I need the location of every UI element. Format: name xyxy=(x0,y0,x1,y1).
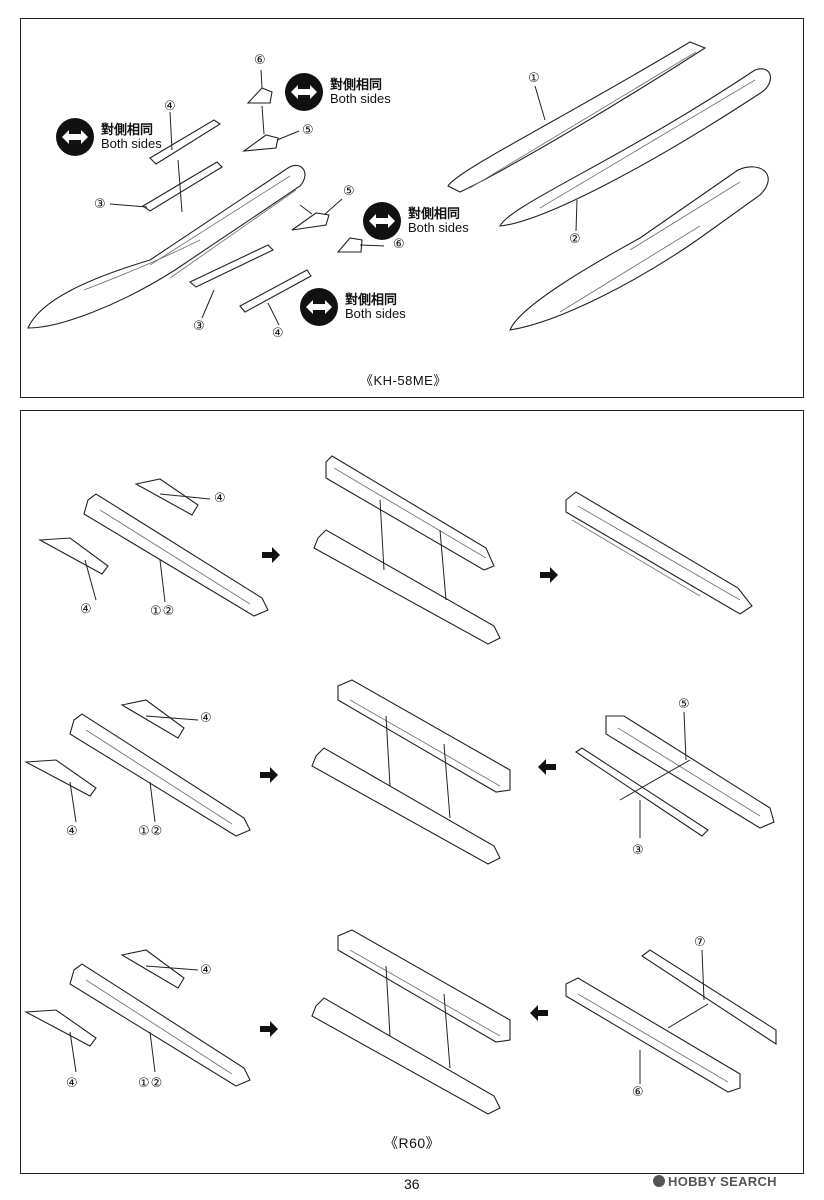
watermark: HOBBY SEARCH xyxy=(653,1174,777,1189)
part-number-4: ④ xyxy=(200,710,213,725)
kh58me-caption: 《KH-58ME》 xyxy=(360,373,447,388)
kh58me-step-panel xyxy=(20,18,804,398)
double-arrow-icon xyxy=(300,288,338,326)
both-sides-en: Both sides xyxy=(101,136,162,151)
double-arrow-icon xyxy=(363,202,401,240)
both-sides-en: Both sides xyxy=(345,306,406,321)
both-sides-en: Both sides xyxy=(330,91,391,106)
r60-row1-missile xyxy=(38,478,269,617)
part-number-2: ② xyxy=(569,231,582,246)
part-number-4: ④ xyxy=(164,98,177,113)
part-number-1-2: ①② xyxy=(138,1075,164,1090)
part-number-1-2: ①② xyxy=(138,823,164,838)
part-number-6: ⑥ xyxy=(393,236,406,251)
part-number-3: ③ xyxy=(193,318,206,333)
part-number-3: ③ xyxy=(94,196,107,211)
part-number-5: ⑤ xyxy=(302,122,315,137)
both-sides-jp: 對側相同 xyxy=(408,206,461,221)
r60-row1-pylon xyxy=(313,455,501,645)
watermark-logo-icon xyxy=(653,1175,665,1187)
part-number-1: ① xyxy=(528,70,541,85)
r60-row1-assembled xyxy=(565,491,753,615)
part-number-4: ④ xyxy=(200,962,213,977)
r60-row2-parts xyxy=(575,711,775,838)
page-number: 36 xyxy=(404,1176,420,1192)
part-number-7: ⑦ xyxy=(694,934,707,949)
kh58me-fins-left xyxy=(141,119,312,313)
r60-step-panel xyxy=(20,410,804,1174)
r60-row2-missile xyxy=(24,699,251,837)
r60-caption: 《R60》 xyxy=(384,1135,441,1151)
watermark-text: HOBBY SEARCH xyxy=(668,1174,777,1189)
kh58me-leader-lines xyxy=(109,69,385,326)
both-sides-jp: 對側相同 xyxy=(330,77,383,92)
part-number-4: ④ xyxy=(66,823,79,838)
step-arrows xyxy=(260,547,558,1037)
both-sides-jp: 對側相同 xyxy=(345,292,398,307)
kh58me-assembled-pods xyxy=(447,41,771,331)
r60-row2-pylon xyxy=(311,679,511,865)
both-sides-en: Both sides xyxy=(408,220,469,235)
part-number-6: ⑥ xyxy=(632,1084,645,1099)
part-number-4: ④ xyxy=(272,325,285,340)
r60-row3-pylon xyxy=(311,929,511,1115)
both-sides-jp: 對側相同 xyxy=(101,122,154,137)
part-number-3: ③ xyxy=(632,842,645,857)
part-number-4: ④ xyxy=(66,1075,79,1090)
kh58me-small-parts xyxy=(242,87,363,253)
r60-row3-parts xyxy=(565,949,777,1093)
double-arrow-icon xyxy=(285,73,323,111)
part-number-4: ④ xyxy=(80,601,93,616)
part-number-5: ⑤ xyxy=(343,183,356,198)
double-arrow-icon xyxy=(56,118,94,156)
part-number-6: ⑥ xyxy=(254,52,267,67)
kh58me-main-body xyxy=(27,164,306,329)
r60-row3-missile xyxy=(24,949,251,1087)
part-number-1-2: ①② xyxy=(150,603,176,618)
part-number-4: ④ xyxy=(214,490,227,505)
part-number-5: ⑤ xyxy=(678,696,691,711)
